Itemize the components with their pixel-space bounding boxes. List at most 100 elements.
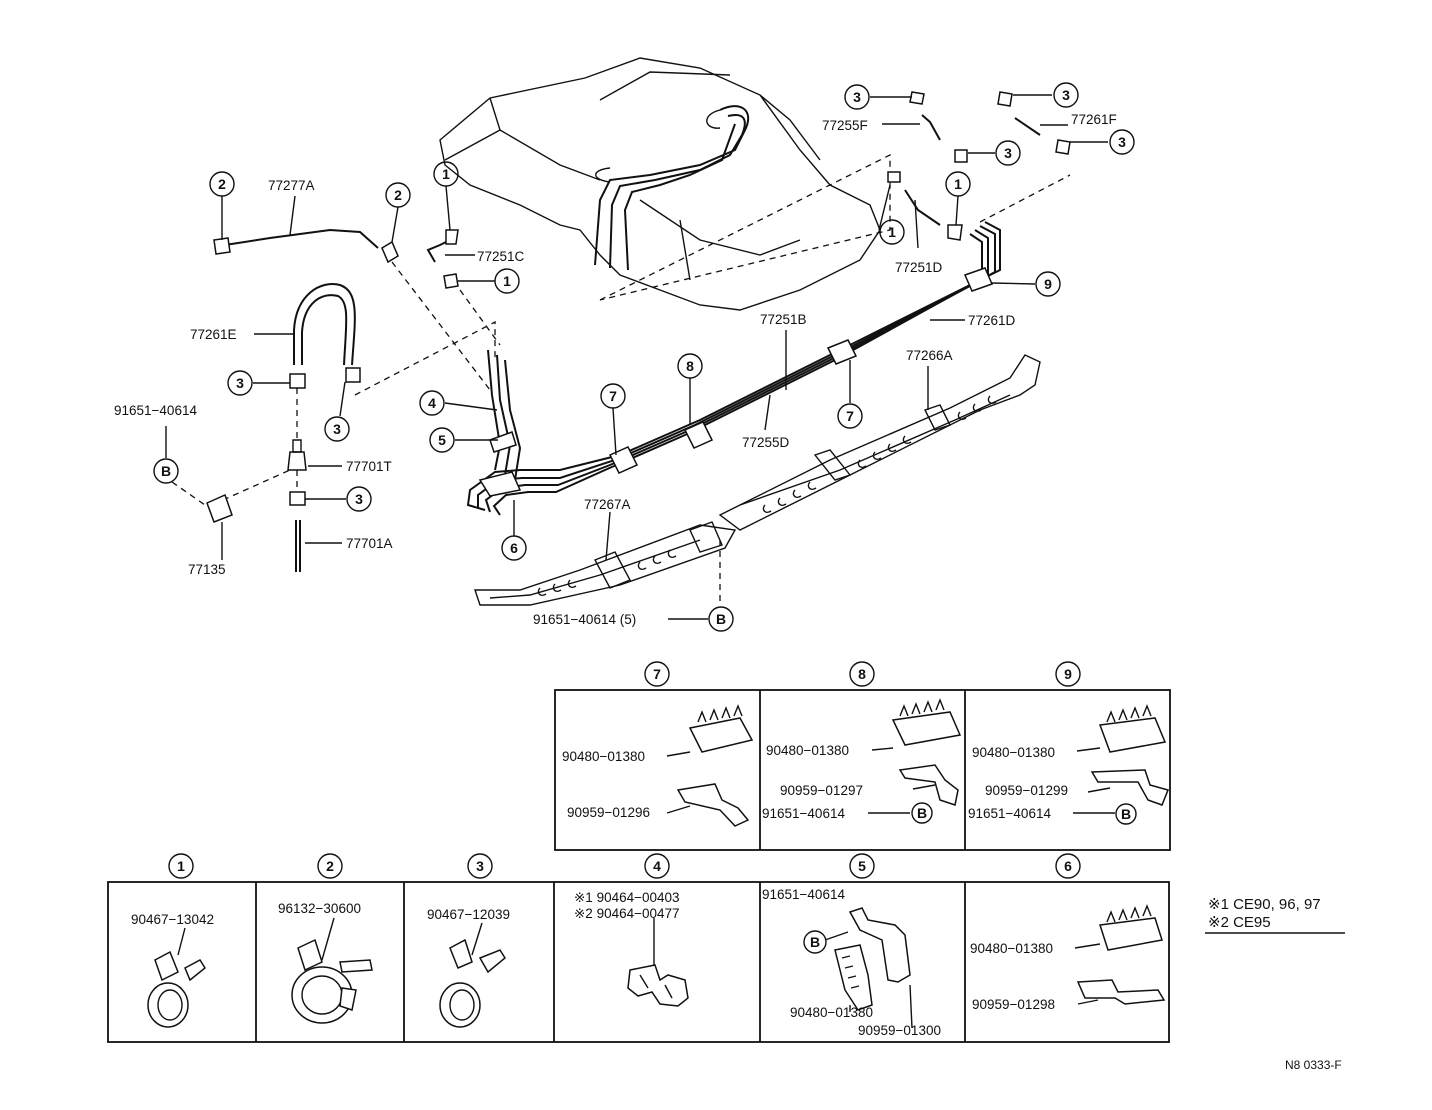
box8-parts: B — [868, 698, 962, 824]
callout-7: 7 — [837, 403, 863, 429]
box4-label-a: ※1 90464−00403 — [574, 890, 680, 905]
callout-B: B — [708, 606, 734, 632]
svg-text:5: 5 — [858, 858, 866, 874]
box8-label-a: 90480−01380 — [766, 743, 849, 758]
callout-8: 8 — [849, 661, 875, 687]
box7-label-a: 90480−01380 — [562, 749, 645, 764]
svg-text:2: 2 — [326, 858, 334, 874]
tank-tubes — [594, 105, 750, 271]
svg-text:B: B — [917, 805, 927, 821]
part-labels: 77277A 77251C 77261E 91651−40614 77701T … — [114, 112, 1117, 627]
callout-6: 6 — [1055, 853, 1081, 879]
dash-77277A — [391, 261, 491, 391]
callout-3: 3 — [844, 84, 870, 110]
label-77255F: 77255F — [822, 118, 868, 133]
callout-7: 7 — [600, 383, 626, 409]
bracket-77135 — [206, 493, 233, 523]
svg-text:7: 7 — [653, 666, 661, 682]
svg-text:7: 7 — [609, 388, 617, 404]
hose-77251C — [426, 239, 451, 263]
svg-text:1: 1 — [888, 224, 896, 240]
svg-text:9: 9 — [1064, 666, 1072, 682]
clip-3-top — [909, 91, 925, 105]
callout-9: 9 — [1055, 661, 1081, 687]
clip-1a — [445, 229, 459, 245]
clip-3b — [345, 367, 361, 383]
box7-parts — [666, 704, 754, 827]
svg-text:B: B — [716, 611, 726, 627]
box2-clamp — [291, 917, 373, 1024]
callout-4: 4 — [419, 390, 445, 416]
svg-text:1: 1 — [177, 858, 185, 874]
callout-3: 3 — [995, 140, 1021, 166]
svg-text:6: 6 — [1064, 858, 1072, 874]
box6-label-b: 90959−01298 — [972, 997, 1055, 1012]
box2-label-a: 96132−30600 — [278, 901, 361, 916]
callout-3: 3 — [1053, 82, 1079, 108]
callout-B: B — [1115, 803, 1137, 825]
svg-text:3: 3 — [1062, 87, 1070, 103]
svg-text:B: B — [810, 934, 820, 950]
svg-text:1: 1 — [442, 166, 450, 182]
label-77701A: 77701A — [346, 536, 393, 551]
box3-label-a: 90467−12039 — [427, 907, 510, 922]
hose-77251D — [904, 189, 941, 226]
svg-text:5: 5 — [438, 432, 446, 448]
svg-text:B: B — [161, 463, 171, 479]
note-1: ※1 CE90, 96, 97 — [1208, 896, 1321, 913]
label-77135: 77135 — [188, 562, 226, 577]
hose-77277A — [213, 228, 399, 264]
clip-1b — [443, 273, 459, 289]
leader-lines — [165, 94, 1108, 620]
svg-text:4: 4 — [653, 858, 661, 874]
svg-text:3: 3 — [853, 89, 861, 105]
label-77251B: 77251B — [760, 312, 807, 327]
label-77261F: 77261F — [1071, 112, 1117, 127]
hose-77261E — [293, 283, 356, 366]
callout-1: 1 — [494, 268, 520, 294]
hose-77255F — [921, 114, 941, 141]
callout-1: 1 — [168, 853, 194, 879]
svg-text:3: 3 — [333, 421, 341, 437]
hose-77261F — [1014, 117, 1041, 136]
diagram-code: N8 0333-F — [1285, 1058, 1342, 1072]
label-77251C: 77251C — [477, 249, 525, 264]
box5-label-b: 90480−01380 — [790, 1005, 873, 1020]
svg-text:B: B — [1121, 806, 1131, 822]
box9-label-b: 90959−01299 — [985, 783, 1068, 798]
label-77261E: 77261E — [190, 327, 237, 342]
protector-77267A — [474, 521, 737, 606]
callout-B: B — [153, 458, 179, 484]
hose-77701A — [295, 520, 301, 572]
svg-text:3: 3 — [1004, 145, 1012, 161]
box9-label-c: 91651−40614 — [968, 806, 1051, 821]
svg-text:3: 3 — [1118, 134, 1126, 150]
fuel-tank-outline — [439, 57, 881, 311]
callout-3: 3 — [324, 416, 350, 442]
box9-label-a: 90480−01380 — [972, 745, 1055, 760]
svg-text:8: 8 — [858, 666, 866, 682]
clip-3c — [289, 491, 306, 506]
box3-clamp — [439, 922, 506, 1028]
clip-3-tr1 — [997, 91, 1013, 107]
callout-2: 2 — [209, 171, 235, 197]
dash-right — [979, 174, 1071, 223]
svg-text:9: 9 — [1044, 276, 1052, 292]
detail-row-bottom: 1 2 3 4 5 6 90467−13042 96132−30600 — [107, 853, 1170, 1043]
svg-text:3: 3 — [236, 375, 244, 391]
clip-1-r2 — [947, 224, 963, 241]
dash-77261E — [354, 320, 496, 396]
label-77251D: 77251D — [895, 260, 943, 275]
svg-text:3: 3 — [355, 491, 363, 507]
callout-1: 1 — [945, 171, 971, 197]
box6-parts — [1074, 904, 1166, 1005]
clip-3-mid — [954, 149, 968, 163]
callout-3: 3 — [467, 853, 493, 879]
box5-label-c: 90959−01300 — [858, 1023, 941, 1038]
box7-label-b: 90959−01296 — [567, 805, 650, 820]
box5-bracket: B — [803, 907, 913, 1029]
callouts-main: 2 2 1 1 3 3 3 B 4 5 6 7 8 7 B 3 3 3 3 1 … — [153, 82, 1135, 632]
callout-3: 3 — [1109, 129, 1135, 155]
clip-1-r1 — [887, 171, 901, 183]
